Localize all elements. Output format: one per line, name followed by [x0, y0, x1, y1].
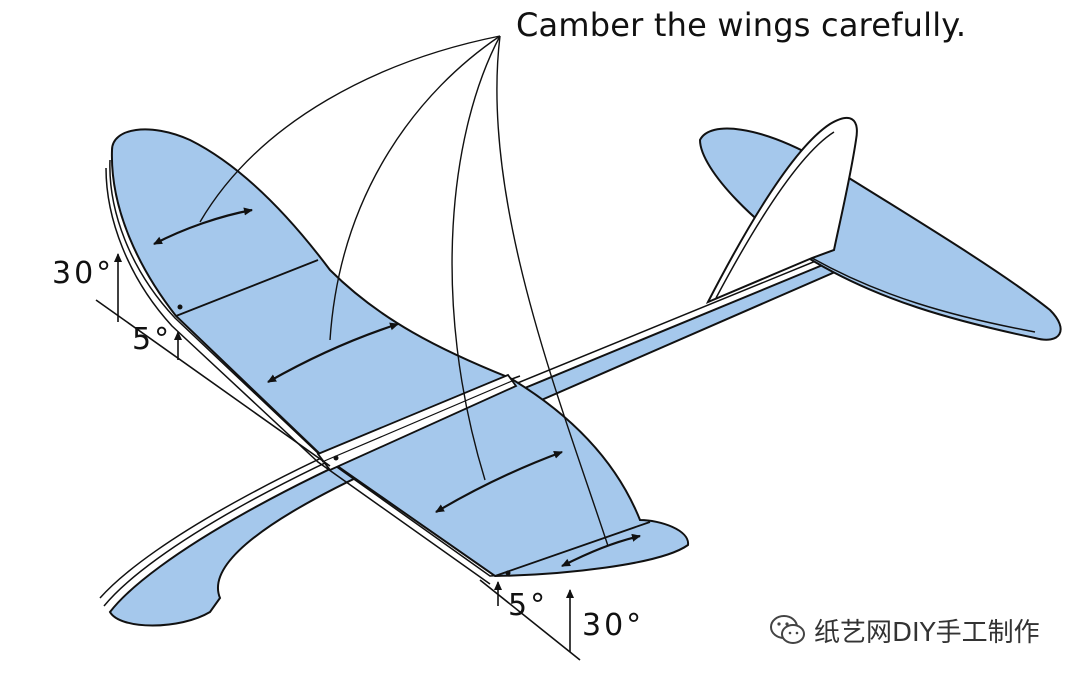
camber-arrow-1: [153, 207, 253, 245]
caption-text: Camber the wings carefully.: [516, 6, 967, 44]
left-angle-marks: [95, 253, 331, 467]
right-angle-marks: [479, 579, 581, 661]
angle-label-right-outer: 30°: [582, 608, 645, 643]
camber-arrows: [153, 207, 641, 567]
wechat-icon: [768, 612, 808, 648]
watermark-text: 纸艺网DIY手工制作: [814, 617, 1040, 648]
camber-arrow-4: [561, 533, 641, 567]
leader-lines: [199, 35, 609, 547]
angle-label-left-inner: 5°: [132, 322, 173, 357]
angle-label-right-inner: 5°: [508, 588, 549, 623]
vertical-fin: [705, 116, 858, 304]
camber-arrow-3: [435, 450, 563, 513]
angle-label-left-outer: 30°: [52, 256, 115, 291]
camber-arrow-2: [267, 322, 399, 383]
watermark: 纸艺网DIY手工制作: [768, 612, 1040, 648]
